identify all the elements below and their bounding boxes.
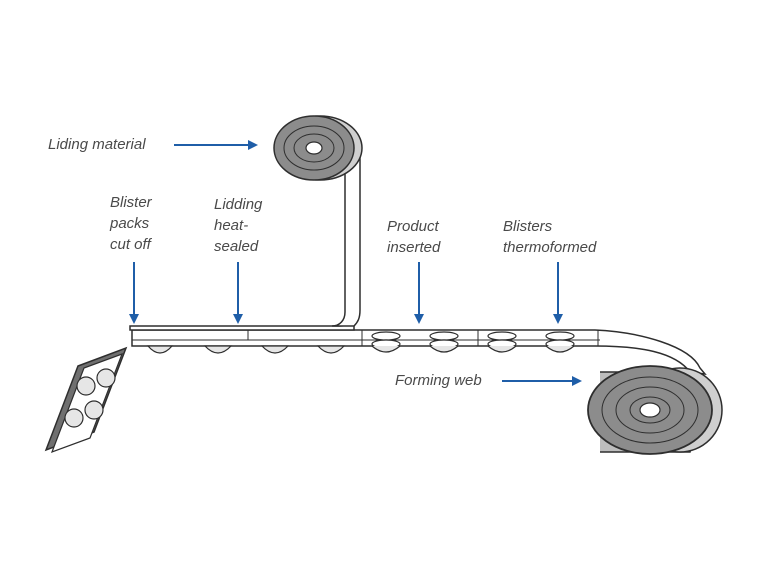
label-blisters-thermoformed: Blisters thermoformed <box>503 218 597 256</box>
label-lidding-heat-sealed: Lidding heat- sealed <box>214 196 263 255</box>
label-liding-material: Liding material <box>48 136 146 153</box>
open-blisters <box>371 331 575 353</box>
label-blister-packs-cut-off: Blister packs cut off <box>110 194 152 253</box>
label-forming-web: Forming web <box>395 372 482 389</box>
lidding-feed-band <box>331 146 361 327</box>
lidding-strip <box>129 311 355 331</box>
sealed-blisters <box>146 345 346 354</box>
arrows <box>129 140 582 386</box>
lidding-material-roll <box>273 115 363 181</box>
forming-web-roll <box>587 365 723 455</box>
label-product-inserted: Product inserted <box>387 218 441 256</box>
blister-pack-cut-off <box>44 346 128 454</box>
